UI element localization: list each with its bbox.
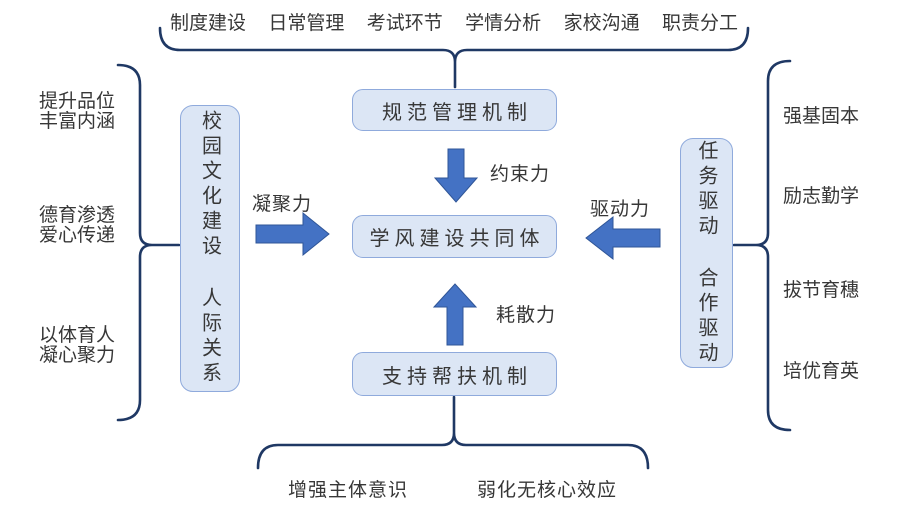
right-label-1: 强基固本 — [783, 106, 860, 127]
node-task-drive: 任务驱动 合作驱动 — [680, 138, 733, 368]
left-label-1: 提升品位 丰富内涵 — [38, 91, 115, 132]
top-brace — [158, 26, 750, 89]
left-arrow — [585, 215, 661, 261]
node-learning-community: 学风建设共同体 — [352, 215, 557, 258]
top-label: 日常管理 — [268, 13, 345, 34]
top-label: 制度建设 — [170, 13, 247, 34]
force-label-constraint: 约束力 — [490, 164, 551, 185]
node-label: 规范管理机制 — [382, 101, 532, 124]
node-support-mechanism: 支持帮扶机制 — [352, 352, 557, 396]
bottom-label-2: 弱化无核心效应 — [477, 480, 618, 501]
bottom-brace — [256, 395, 650, 470]
left-label-2: 德育渗透 爱心传递 — [38, 205, 115, 246]
node-label: 任务驱动 — [695, 139, 717, 240]
right-label-4: 培优育英 — [783, 361, 860, 382]
force-label-cohesion: 凝聚力 — [252, 194, 313, 215]
node-label: 校园文化建设 — [198, 110, 221, 260]
bottom-label-1: 增强主体意识 — [288, 480, 409, 501]
right-label-2: 励志勤学 — [783, 186, 860, 207]
left-label-3: 以体育人 凝心聚力 — [38, 325, 115, 366]
node-label: 支持帮扶机制 — [382, 365, 532, 388]
top-label-row: 制度建设 日常管理 考试环节 学情分析 家校沟通 职责分工 — [170, 8, 738, 35]
top-label: 职责分工 — [661, 13, 738, 34]
node-label: 合作驱动 — [695, 266, 717, 367]
right-arrow — [255, 211, 330, 257]
up-arrow — [432, 283, 478, 346]
top-label: 家校沟通 — [563, 13, 640, 34]
node-campus-culture: 校园文化建设 人际关系 — [180, 105, 240, 392]
down-arrow — [433, 148, 479, 203]
force-label-drive: 驱动力 — [590, 199, 651, 220]
force-label-dissipation: 耗散力 — [496, 305, 557, 326]
right-brace — [732, 59, 792, 432]
right-label-3: 拔节育穗 — [783, 280, 860, 301]
node-management-mechanism: 规范管理机制 — [352, 89, 557, 131]
top-label: 考试环节 — [366, 13, 443, 34]
node-label: 学风建设共同体 — [369, 228, 545, 250]
top-label: 学情分析 — [465, 13, 542, 34]
node-label: 人际关系 — [198, 287, 221, 387]
